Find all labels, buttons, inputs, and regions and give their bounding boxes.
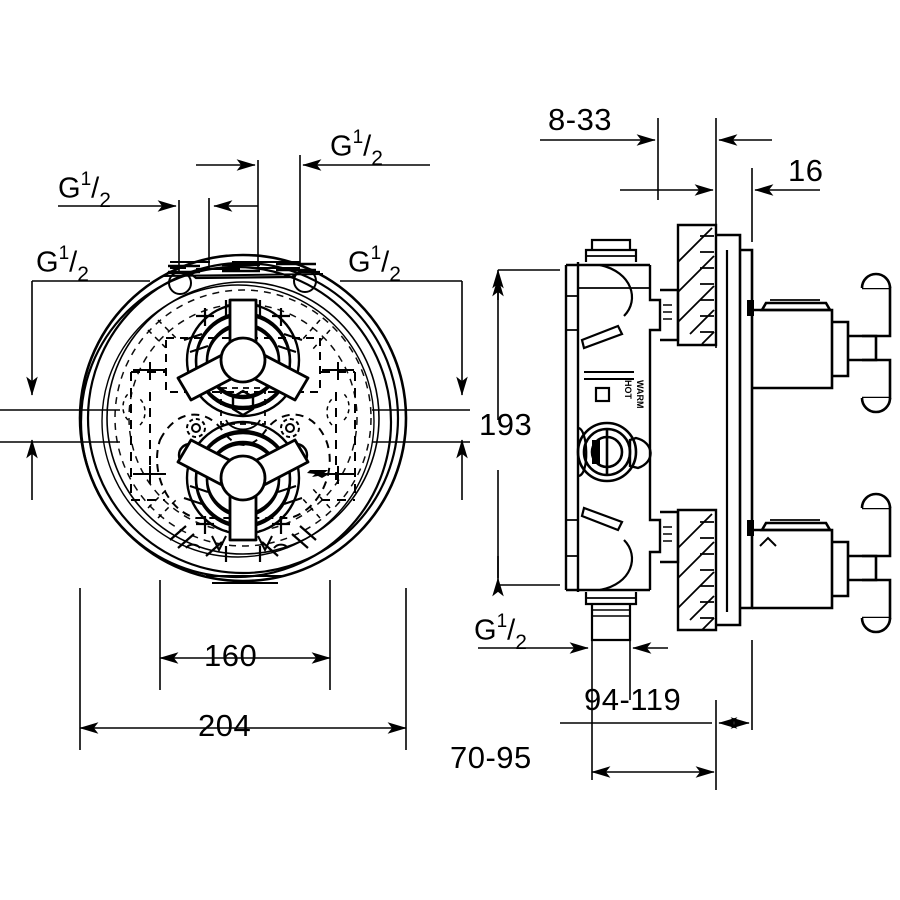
lower-handle xyxy=(176,420,310,542)
wall-upper xyxy=(676,223,718,347)
thread-label-bottom: G1/2 xyxy=(474,611,527,653)
front-view-dimensions xyxy=(0,155,470,750)
thread-label-slash: / xyxy=(91,172,100,205)
thread-label-g: G xyxy=(330,130,353,163)
thread-label-denominator: 2 xyxy=(389,263,401,287)
thread-label-numerator: 1 xyxy=(370,243,382,264)
thread-label-numerator: 1 xyxy=(80,169,92,190)
dimension-8-33: 8-33 xyxy=(548,102,613,137)
front-view-geometry xyxy=(78,253,408,584)
thread-label-numerator: 1 xyxy=(58,243,70,264)
thread-label-slash: / xyxy=(69,246,78,279)
thread-label-denominator: 2 xyxy=(371,147,383,171)
dimension-16: 16 xyxy=(788,153,824,188)
thread-label-numerator: 1 xyxy=(352,127,364,148)
thread-label-slash: / xyxy=(363,130,372,163)
thread-label-g: G xyxy=(58,172,81,205)
thread-label-top-right: G1/2 xyxy=(330,127,383,169)
thread-label-top-left: G1/2 xyxy=(58,169,111,211)
wall-lower xyxy=(676,508,718,632)
thread-label-numerator: 1 xyxy=(496,611,508,632)
dimension-204: 204 xyxy=(198,708,252,743)
thread-label-mid-right: G1/2 xyxy=(348,243,401,285)
section-view-dimensions xyxy=(478,118,820,790)
thread-label-g: G xyxy=(348,246,371,279)
upper-handle-side xyxy=(752,272,892,414)
dimension-160: 160 xyxy=(204,638,258,673)
thread-label-denominator: 2 xyxy=(99,189,111,213)
index-marker xyxy=(307,470,329,478)
thread-label-g: G xyxy=(36,246,59,279)
thread-label-mid-left: G1/2 xyxy=(36,243,89,285)
upper-handle xyxy=(176,298,310,418)
thread-label-denominator: 2 xyxy=(515,631,527,655)
dimension-70-95: 70-95 xyxy=(450,740,532,775)
thread-label-g: G xyxy=(474,614,497,647)
thread-label-denominator: 2 xyxy=(77,263,89,287)
section-view-geometry xyxy=(564,223,892,642)
warm-marking: WARM xyxy=(635,380,645,409)
hot-marking: HOT xyxy=(623,380,633,399)
thread-label-slash: / xyxy=(507,614,516,647)
lower-handle-side xyxy=(752,492,892,634)
thread-label-slash: / xyxy=(381,246,390,279)
dimension-193: 193 xyxy=(479,407,533,442)
dimension-94-119: 94-119 xyxy=(584,682,682,717)
